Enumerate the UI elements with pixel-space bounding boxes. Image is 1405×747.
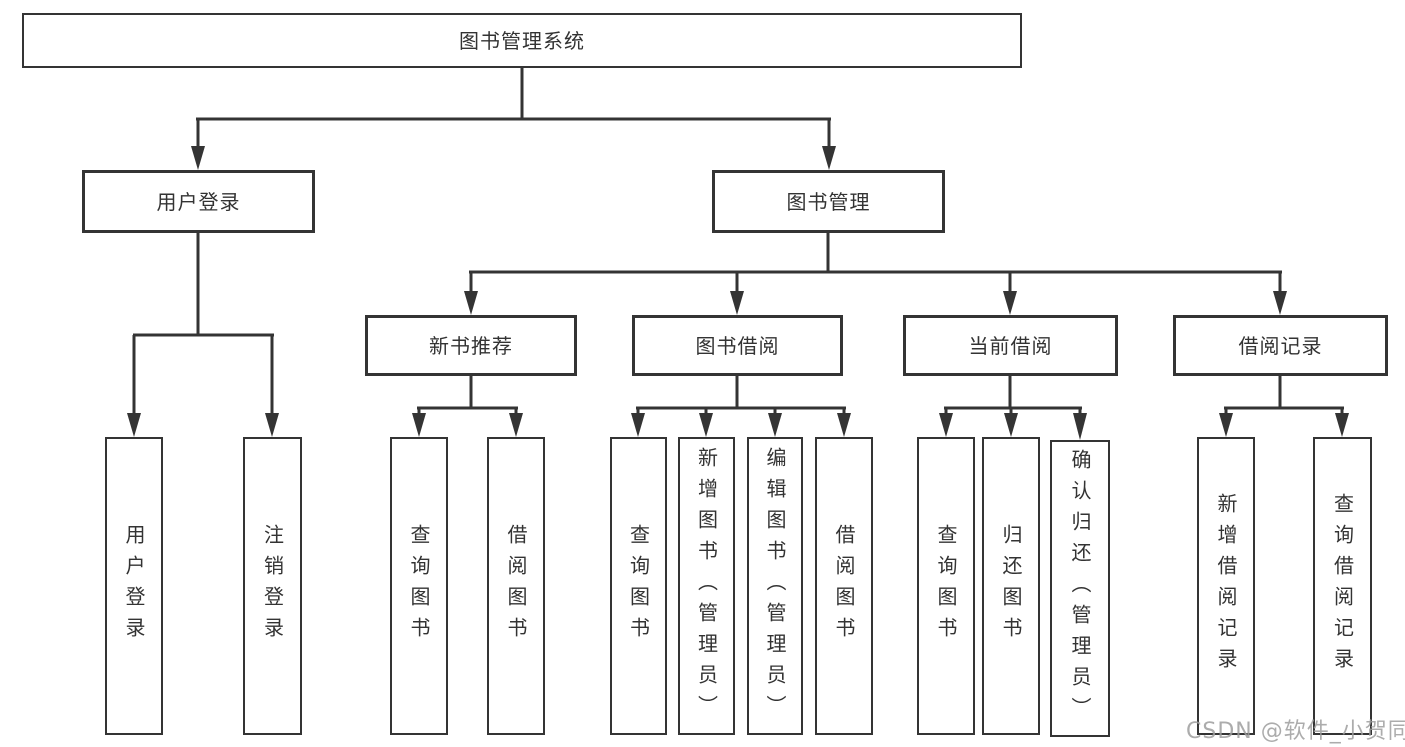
node-user-login: 用户登录 xyxy=(82,170,315,233)
leaf-edit-book-admin: 编辑图书（管理员） xyxy=(747,437,803,735)
leaf-return-books: 归还图书 xyxy=(982,437,1040,735)
leaf-add-book-admin: 新增图书（管理员） xyxy=(678,437,735,735)
node-borrowing-records: 借阅记录 xyxy=(1173,315,1388,376)
node-book-borrowing: 图书借阅 xyxy=(632,315,843,376)
node-library-management-system: 图书管理系统 xyxy=(22,13,1022,68)
leaf-borrow-books-borrowing: 借阅图书 xyxy=(815,437,873,735)
leaf-query-books-borrowing: 查询图书 xyxy=(610,437,667,735)
leaf-query-books-current: 查询图书 xyxy=(917,437,975,735)
node-book-management: 图书管理 xyxy=(712,170,945,233)
leaf-confirm-return-admin: 确认归还（管理员） xyxy=(1050,440,1110,737)
leaf-add-borrow-record: 新增借阅记录 xyxy=(1197,437,1255,735)
csdn-watermark: CSDN @软件_小贺同学 xyxy=(1186,719,1405,744)
leaf-user-login: 用户登录 xyxy=(105,437,163,735)
node-current-borrowing: 当前借阅 xyxy=(903,315,1118,376)
leaf-query-borrow-record: 查询借阅记录 xyxy=(1313,437,1372,735)
leaf-borrow-books-recommendation: 借阅图书 xyxy=(487,437,545,735)
leaf-query-books-recommendation: 查询图书 xyxy=(390,437,448,735)
node-new-book-recommendation: 新书推荐 xyxy=(365,315,577,376)
leaf-logout: 注销登录 xyxy=(243,437,302,735)
